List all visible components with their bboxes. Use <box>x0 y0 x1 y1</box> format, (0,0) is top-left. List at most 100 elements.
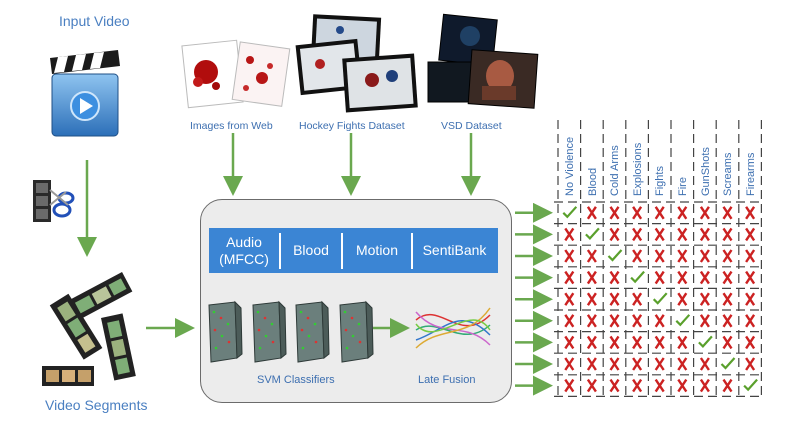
source-label-vsd: VSD Dataset <box>441 120 502 132</box>
svm-label: SVM Classifiers <box>257 374 335 386</box>
cross-mark <box>677 378 688 393</box>
cross-mark <box>699 249 710 263</box>
cross-mark <box>745 314 756 328</box>
cross-mark <box>564 270 575 285</box>
cross-mark <box>609 314 620 328</box>
cross-mark <box>745 270 756 285</box>
check-mark <box>630 270 645 284</box>
cross-mark <box>677 227 688 242</box>
cross-mark <box>699 292 710 306</box>
cross-mark <box>654 206 665 220</box>
cross-mark <box>677 249 688 263</box>
cross-mark <box>722 314 733 328</box>
cross-mark <box>632 378 643 393</box>
cross-mark <box>586 378 597 393</box>
cross-mark <box>564 378 575 393</box>
feature-divider <box>341 232 343 269</box>
cross-mark <box>586 357 597 371</box>
cross-mark <box>677 206 688 220</box>
cross-mark <box>586 292 597 306</box>
cross-mark <box>586 314 597 328</box>
source-label-hockey: Hockey Fights Dataset <box>299 120 405 132</box>
cross-mark <box>745 357 756 371</box>
cross-mark <box>699 227 710 242</box>
video-segments-label: Video Segments <box>45 397 148 413</box>
cross-mark <box>745 206 756 220</box>
cross-mark <box>654 270 665 285</box>
feature-divider <box>411 232 413 269</box>
vsd-photos-thumbnail <box>427 13 539 109</box>
cross-mark <box>722 227 733 242</box>
check-mark <box>652 292 668 305</box>
cross-mark <box>609 270 620 285</box>
hockey-photos-thumbnail <box>295 14 418 113</box>
feature-divider <box>279 232 281 269</box>
cross-mark <box>722 206 733 220</box>
cross-mark <box>677 270 688 285</box>
cross-mark <box>654 357 665 371</box>
feature-bar: Audio (MFCC) Blood Motion SentiBank <box>209 228 498 273</box>
check-mark <box>675 314 691 327</box>
feature-audio: Audio (MFCC) <box>219 233 269 267</box>
check-mark <box>720 357 736 370</box>
cross-mark <box>654 227 665 242</box>
cross-mark <box>722 270 733 285</box>
cross-mark <box>586 206 597 220</box>
cross-mark <box>745 249 756 263</box>
output-arrows <box>515 202 553 396</box>
cross-mark <box>654 314 665 328</box>
cross-mark <box>564 335 575 350</box>
cross-mark <box>745 292 756 306</box>
cross-mark <box>722 378 733 393</box>
check-mark <box>585 227 600 240</box>
cross-mark <box>564 249 575 263</box>
cross-mark <box>609 227 620 242</box>
cross-mark <box>699 378 710 393</box>
input-video-label: Input Video <box>59 13 130 29</box>
cross-mark <box>564 227 575 242</box>
check-mark <box>562 206 578 219</box>
cross-mark <box>722 335 733 350</box>
fusion-label: Late Fusion <box>418 374 476 386</box>
cross-mark <box>677 335 688 350</box>
cross-mark <box>609 206 620 220</box>
cross-mark <box>632 335 643 350</box>
cross-mark <box>699 357 710 371</box>
film-strip-icon <box>42 272 136 386</box>
blood-images-thumbnail <box>181 39 291 109</box>
cross-mark <box>722 292 733 306</box>
cross-mark <box>586 270 597 285</box>
cross-mark <box>632 292 643 306</box>
feature-motion: Motion <box>355 242 399 258</box>
cross-mark <box>609 335 620 350</box>
cross-mark <box>609 357 620 371</box>
cross-mark <box>699 206 710 220</box>
cross-mark <box>654 335 665 350</box>
cross-mark <box>586 335 597 350</box>
cross-mark <box>632 314 643 328</box>
feature-sentibank: SentiBank <box>422 242 487 258</box>
cross-mark <box>699 314 710 328</box>
check-mark <box>743 378 758 392</box>
cross-mark <box>586 249 597 263</box>
cross-mark <box>564 314 575 328</box>
scissors-film-icon <box>33 180 75 222</box>
cross-mark <box>654 378 665 393</box>
cross-mark <box>609 292 620 306</box>
source-label-web: Images from Web <box>190 120 273 132</box>
cross-mark <box>564 357 575 371</box>
cross-mark <box>632 249 643 263</box>
cross-mark <box>677 292 688 306</box>
cross-mark <box>632 227 643 242</box>
cross-mark <box>699 270 710 285</box>
clapperboard-icon <box>50 50 120 137</box>
cross-mark <box>609 378 620 393</box>
cross-mark <box>632 206 643 220</box>
check-mark <box>607 249 623 262</box>
cross-mark <box>677 357 688 371</box>
cross-mark <box>745 335 756 350</box>
cross-mark <box>632 357 643 371</box>
cross-mark <box>564 292 575 306</box>
